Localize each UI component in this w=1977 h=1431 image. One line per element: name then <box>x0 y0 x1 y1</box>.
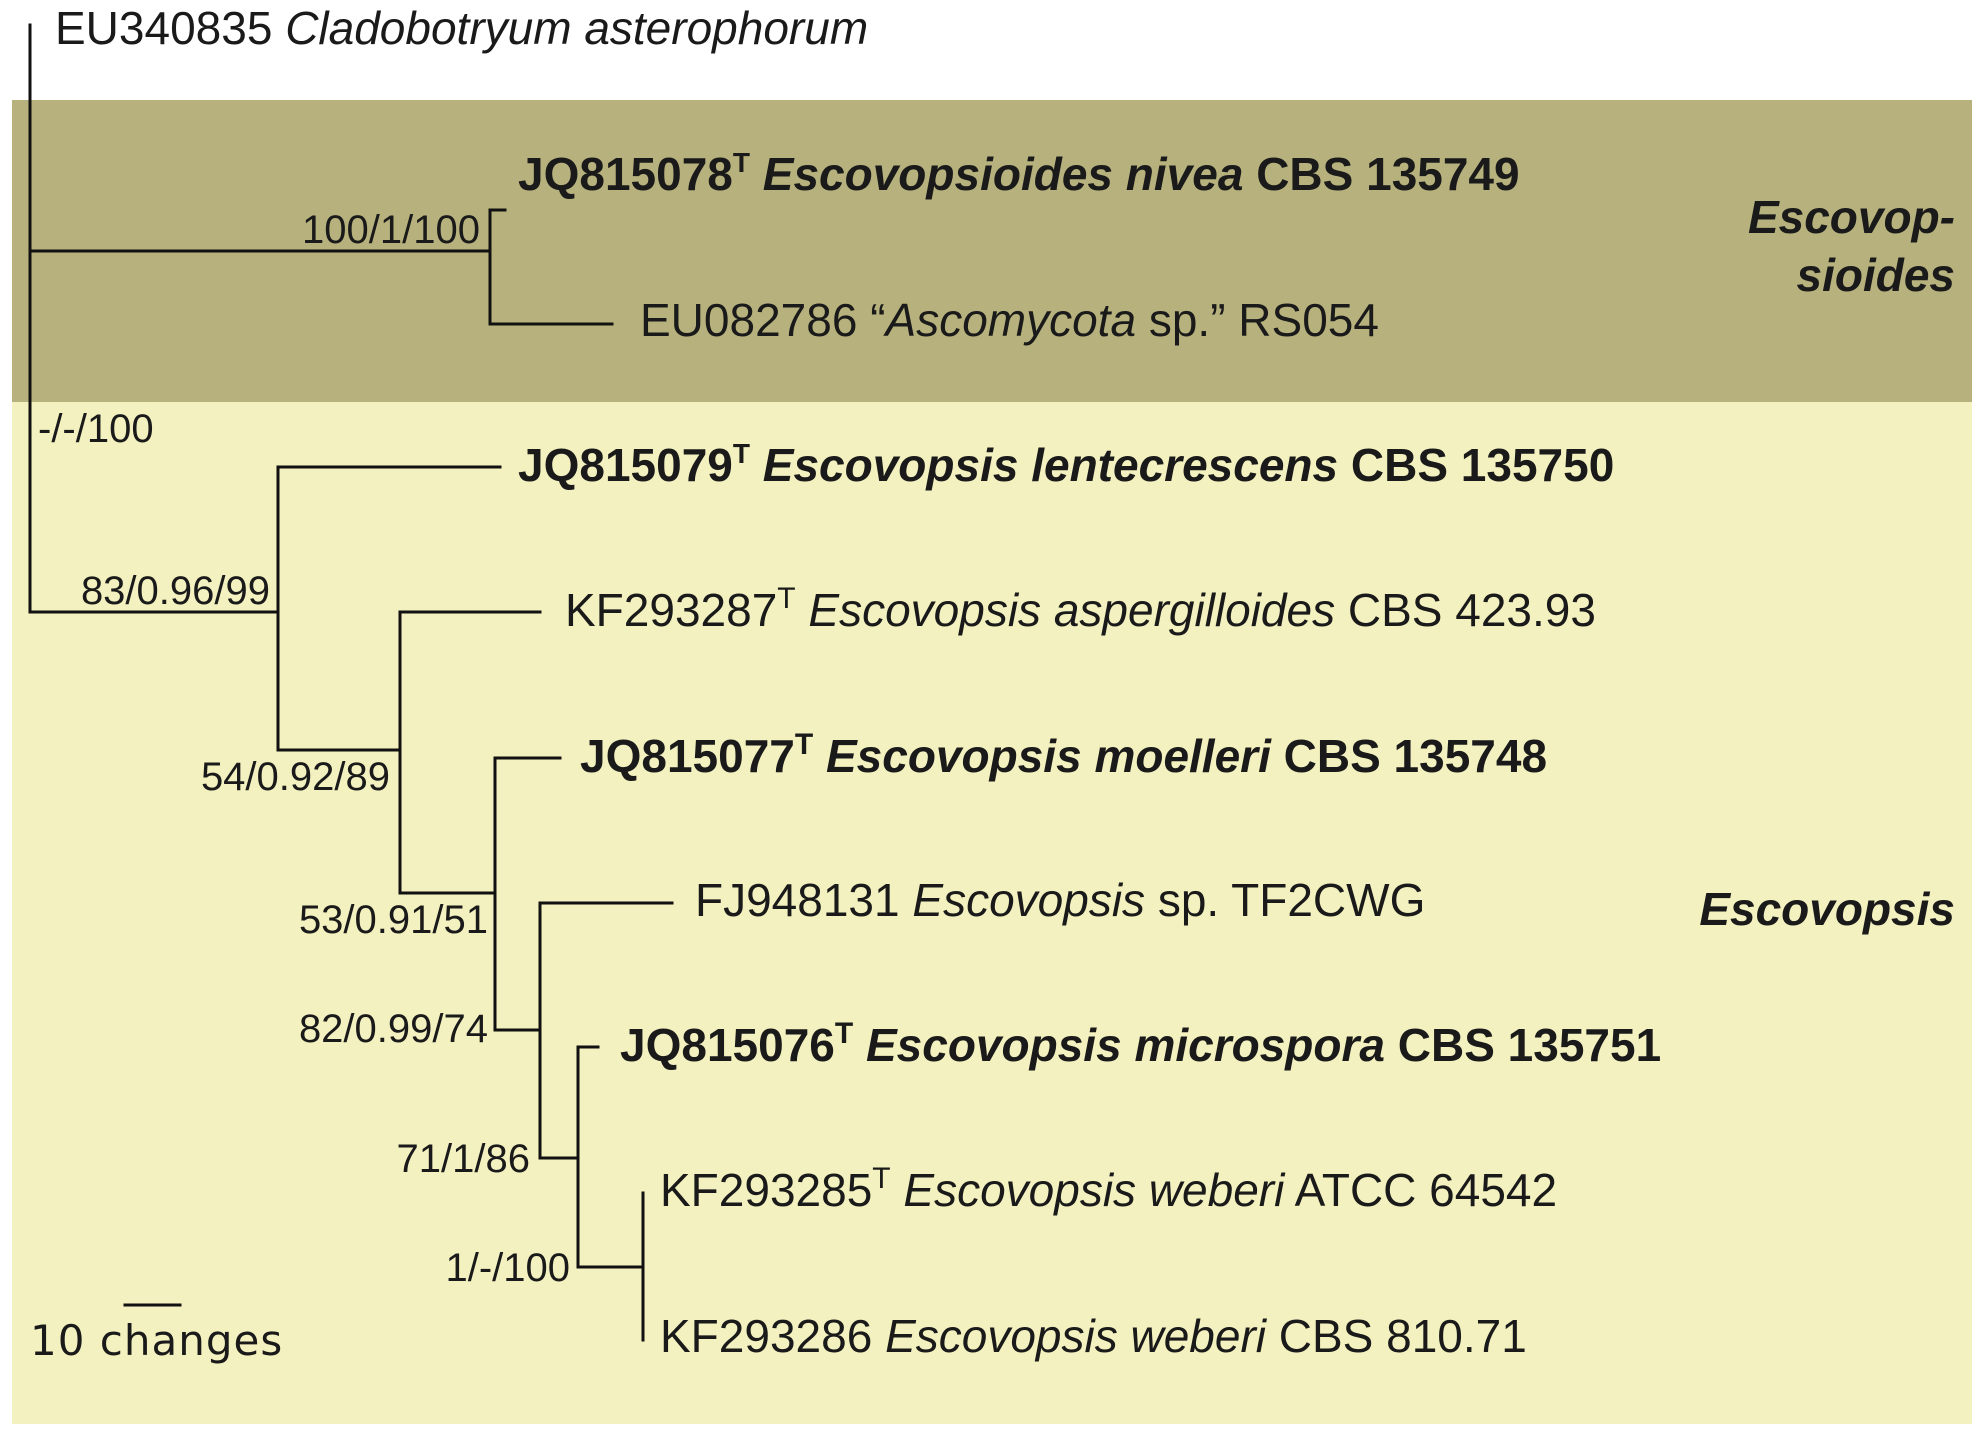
taxon-accession: JQ815079 <box>518 439 733 491</box>
taxon-strain: CBS 135748 <box>1284 730 1547 782</box>
type-marker: T <box>835 1017 853 1050</box>
taxon-accession: JQ815076 <box>620 1019 835 1071</box>
taxon-strain: CBS 135750 <box>1351 439 1614 491</box>
clade-label-escovopsioides-line2: sioides <box>1796 249 1955 301</box>
taxon-strain: ATCC 64542 <box>1295 1164 1558 1216</box>
escovopsis-clade-band <box>12 402 1972 1424</box>
scale-bar: 10 changes <box>30 1303 283 1365</box>
taxon-species: Escovopsis microspora <box>866 1019 1385 1071</box>
support-values: 100/1/100 -/-/100 83/0.96/99 54/0.92/89 … <box>38 208 570 1290</box>
clade-label-escovopsis: Escovopsis <box>1699 883 1955 935</box>
taxon-species: Cladobotryum asterophorum <box>285 2 868 54</box>
taxon-strain: CBS 423.93 <box>1348 584 1596 636</box>
taxon-accession: JQ815077 <box>580 730 795 782</box>
scale-bar-label: 10 changes <box>30 1316 283 1365</box>
support-value-escovopsis: 83/0.96/99 <box>81 569 270 613</box>
taxon-label: JQ815077T Escovopsis moelleri CBS 135748 <box>580 728 1547 782</box>
taxon-species: Ascomycota <box>883 294 1137 346</box>
type-marker: T <box>777 582 795 615</box>
taxon-strain: CBS 810.71 <box>1279 1310 1527 1362</box>
taxon-species-suffix: sp. <box>1145 874 1219 926</box>
tree-branches <box>28 23 674 1342</box>
type-marker: T <box>872 1162 890 1195</box>
taxon-label: JQ815078T Escovopsioides nivea CBS 13574… <box>518 147 1520 200</box>
taxon-strain: TF2CWG <box>1231 874 1425 926</box>
taxon-strain: CBS 135749 <box>1256 148 1519 200</box>
taxon-labels: EU340835 Cladobotryum asterophorum JQ815… <box>55 2 1661 1362</box>
type-marker: T <box>795 728 813 761</box>
support-value-tf2cwg-node: 82/0.99/74 <box>299 1007 488 1051</box>
type-marker: T <box>733 438 750 469</box>
taxon-species: Escovopsioides nivea <box>763 148 1244 200</box>
taxon-species: Escovopsis aspergilloides <box>808 584 1335 636</box>
taxon-species-suffix: sp.” <box>1136 294 1225 346</box>
taxon-label: JQ815076T Escovopsis microspora CBS 1357… <box>620 1017 1661 1071</box>
support-value-moelleri-node: 53/0.91/51 <box>299 898 488 942</box>
taxon-species: Escovopsis weberi <box>903 1164 1286 1216</box>
taxon-accession: EU082786 <box>640 294 857 346</box>
taxon-label: KF293285T Escovopsis weberi ATCC 64542 <box>660 1162 1557 1216</box>
taxon-accession: KF293287 <box>565 584 777 636</box>
taxon-accession: KF293286 <box>660 1310 872 1362</box>
taxon-species: Escovopsis weberi <box>885 1310 1268 1362</box>
clade-label-escovopsioides-line1: Escovop- <box>1748 191 1955 243</box>
taxon-species: Escovopsis moelleri <box>826 730 1272 782</box>
taxon-accession: FJ948131 <box>695 874 900 926</box>
taxon-strain: RS054 <box>1238 294 1379 346</box>
taxon-label: FJ948131 Escovopsis sp. TF2CWG <box>695 874 1425 926</box>
taxon-accession: EU340835 <box>55 2 272 54</box>
taxon-strain: CBS 135751 <box>1398 1019 1661 1071</box>
taxon-label: EU340835 Cladobotryum asterophorum <box>55 2 868 54</box>
taxon-species: Escovopsis <box>912 874 1145 926</box>
type-marker: T <box>733 147 750 178</box>
clade-labels: Escovop- sioides Escovopsis <box>1699 191 1955 935</box>
support-value-escovopsioides: 100/1/100 <box>302 208 480 252</box>
taxon-accession: JQ815078 <box>518 148 733 200</box>
taxon-label: JQ815079T Escovopsis lentecrescens CBS 1… <box>518 438 1614 491</box>
taxon-species: Escovopsis lentecrescens <box>763 439 1338 491</box>
support-value-weberi-node: 1/-/100 <box>445 1246 570 1290</box>
taxon-label: KF293287T Escovopsis aspergilloides CBS … <box>565 582 1596 636</box>
support-value-microspora-node: 71/1/86 <box>397 1137 530 1181</box>
support-value-escovopsis-root: -/-/100 <box>38 407 154 451</box>
support-value-aspergilloides-node: 54/0.92/89 <box>201 755 390 799</box>
taxon-label: EU082786 “Ascomycota sp.” RS054 <box>640 294 1379 346</box>
taxon-open-quote: “ <box>870 294 885 346</box>
taxon-accession: KF293285 <box>660 1164 872 1216</box>
taxon-label: KF293286 Escovopsis weberi CBS 810.71 <box>660 1310 1527 1362</box>
